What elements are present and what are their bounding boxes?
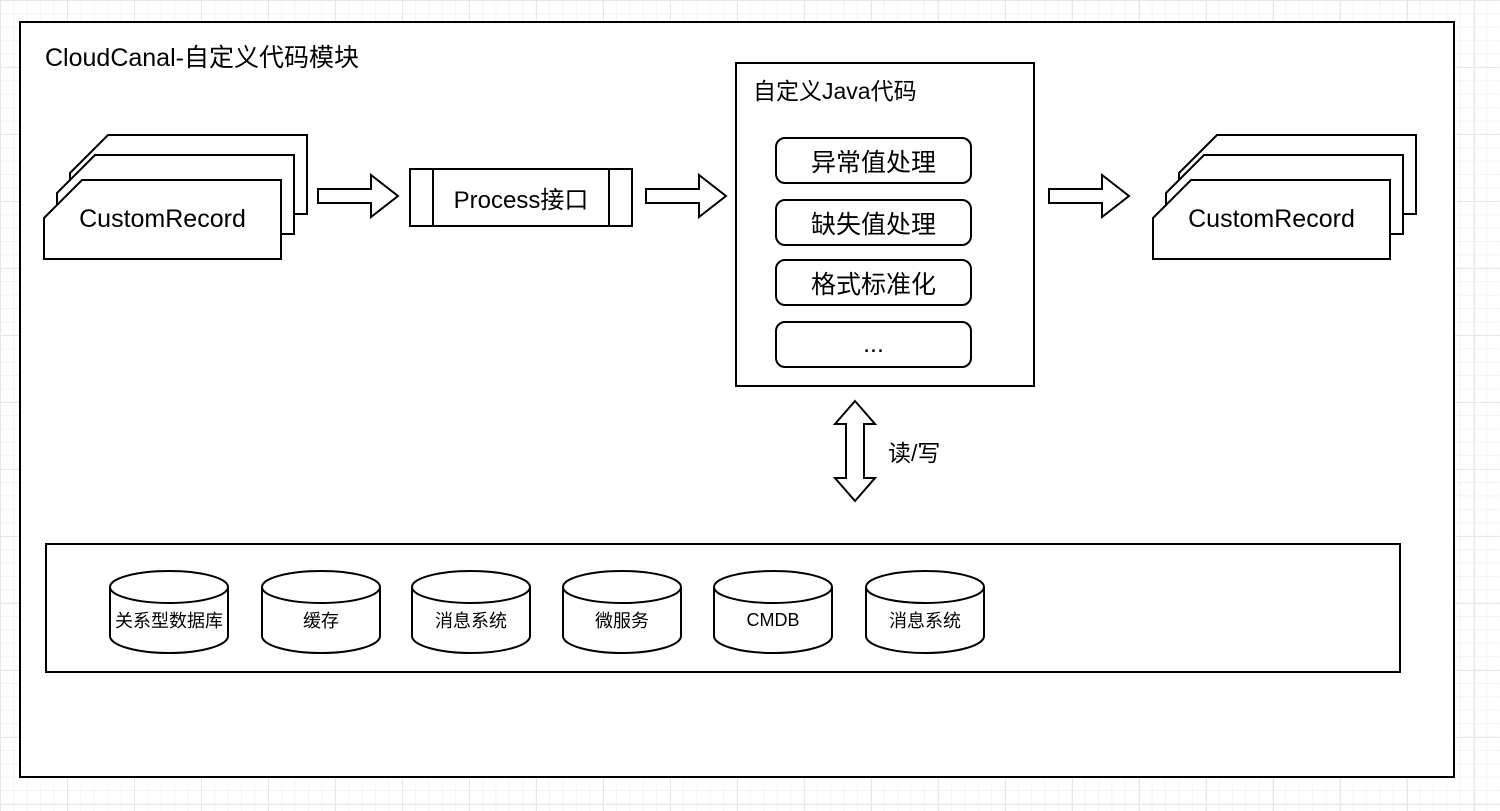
datastore-label-relational-db: 关系型数据库 bbox=[115, 611, 223, 631]
datastore-cylinder-cmdb bbox=[713, 570, 833, 654]
datastore-cylinder-relational-db bbox=[109, 570, 229, 654]
datastore-cylinder-cache bbox=[261, 570, 381, 654]
process-box-left-rule bbox=[432, 170, 434, 225]
read-write-label: 读/写 bbox=[888, 440, 941, 466]
diagram-title: CloudCanal-自定义代码模块 bbox=[45, 44, 359, 72]
datastore-label-message-system-2: 消息系统 bbox=[889, 611, 961, 631]
java-step-format-standardization: 格式标准化 bbox=[775, 259, 972, 306]
datastore-cylinder-microservice bbox=[562, 570, 682, 654]
datastore-label-cmdb: CMDB bbox=[746, 609, 800, 630]
process-interface-box: Process接口 bbox=[409, 168, 633, 227]
input-record-stack-shape bbox=[43, 134, 308, 260]
arrow-right-icon-2 bbox=[645, 173, 728, 219]
custom-java-code-title: 自定义Java代码 bbox=[753, 78, 917, 104]
output-record-label: CustomRecord bbox=[1188, 205, 1355, 233]
arrow-right-icon-3 bbox=[1048, 173, 1131, 219]
process-interface-label: Process接口 bbox=[453, 187, 589, 214]
datastore-cylinder-message-system-1 bbox=[411, 570, 531, 654]
input-record-label: CustomRecord bbox=[79, 205, 246, 233]
java-step-outlier-handling: 异常值处理 bbox=[775, 137, 972, 184]
datastore-label-cache: 缓存 bbox=[303, 611, 339, 631]
process-box-right-rule bbox=[608, 170, 610, 225]
output-record-stack-shape bbox=[1152, 134, 1417, 260]
datastore-cylinder-message-system-2 bbox=[865, 570, 985, 654]
datastore-label-message-system-1: 消息系统 bbox=[435, 611, 507, 631]
arrow-updown-icon bbox=[833, 399, 877, 503]
arrow-right-icon-1 bbox=[317, 173, 400, 219]
java-step-missing-value-handling: 缺失值处理 bbox=[775, 199, 972, 246]
datastore-label-microservice: 微服务 bbox=[595, 611, 649, 631]
java-step-ellipsis: ... bbox=[775, 321, 972, 368]
